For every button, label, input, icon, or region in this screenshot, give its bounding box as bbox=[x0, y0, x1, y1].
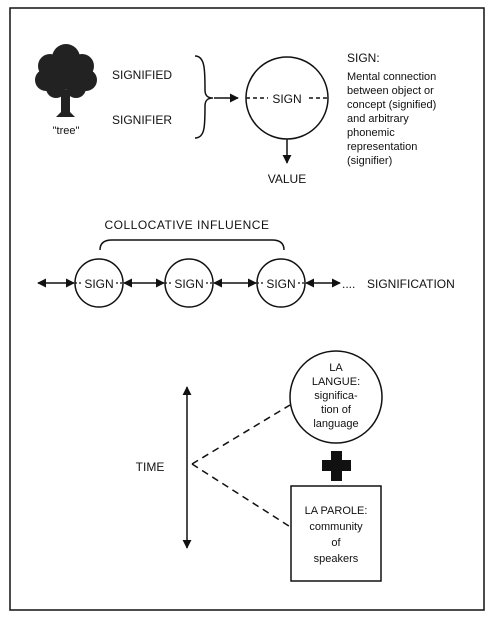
langue-text: language bbox=[313, 418, 358, 430]
definition-line: Mental connection bbox=[347, 71, 436, 83]
langue-text: LANGUE: bbox=[312, 376, 360, 388]
chain-sign-label: SIGN bbox=[84, 277, 113, 291]
definition-line: concept (signified) bbox=[347, 99, 436, 111]
definition-line: phonemic bbox=[347, 127, 395, 139]
chain-sign-label: SIGN bbox=[266, 277, 295, 291]
figure-frame bbox=[9, 7, 485, 611]
collocative-influence-label: COLLOCATIVE INFLUENCE bbox=[105, 218, 270, 232]
definition-line: representation bbox=[347, 141, 417, 153]
parole-text: LA PAROLE: bbox=[305, 505, 368, 517]
parole-connector bbox=[191, 463, 293, 529]
definition-line: between object or bbox=[347, 85, 434, 97]
la-parole-box bbox=[290, 485, 382, 582]
chain-sign-label: SIGN bbox=[174, 277, 203, 291]
langue-text: tion of bbox=[321, 404, 352, 416]
langue-text: LA bbox=[329, 362, 343, 374]
tree-icon bbox=[35, 44, 97, 117]
parole-text: speakers bbox=[314, 553, 359, 565]
signification-label: SIGNIFICATION bbox=[367, 277, 455, 291]
influence-bracket bbox=[99, 239, 285, 251]
langue-text: significa- bbox=[314, 390, 358, 402]
parole-text: community bbox=[309, 521, 363, 533]
signified-label: SIGNIFIED bbox=[112, 68, 172, 82]
tree-label: "tree" bbox=[53, 125, 80, 137]
parole-text: of bbox=[331, 537, 341, 549]
definition-line: and arbitrary bbox=[347, 113, 409, 125]
grouping-brace bbox=[194, 55, 214, 139]
sign-label: SIGN bbox=[272, 92, 301, 106]
definition-title: SIGN: bbox=[347, 51, 380, 65]
signifier-label: SIGNIFIER bbox=[112, 113, 172, 127]
definition-line: (signifier) bbox=[347, 155, 392, 167]
chain-ellipsis: .... bbox=[342, 277, 355, 291]
langue-connector bbox=[191, 404, 291, 465]
time-label: TIME bbox=[136, 460, 165, 474]
la-langue-circle bbox=[289, 350, 383, 444]
value-label: VALUE bbox=[268, 172, 306, 186]
plus-icon bbox=[322, 451, 351, 481]
